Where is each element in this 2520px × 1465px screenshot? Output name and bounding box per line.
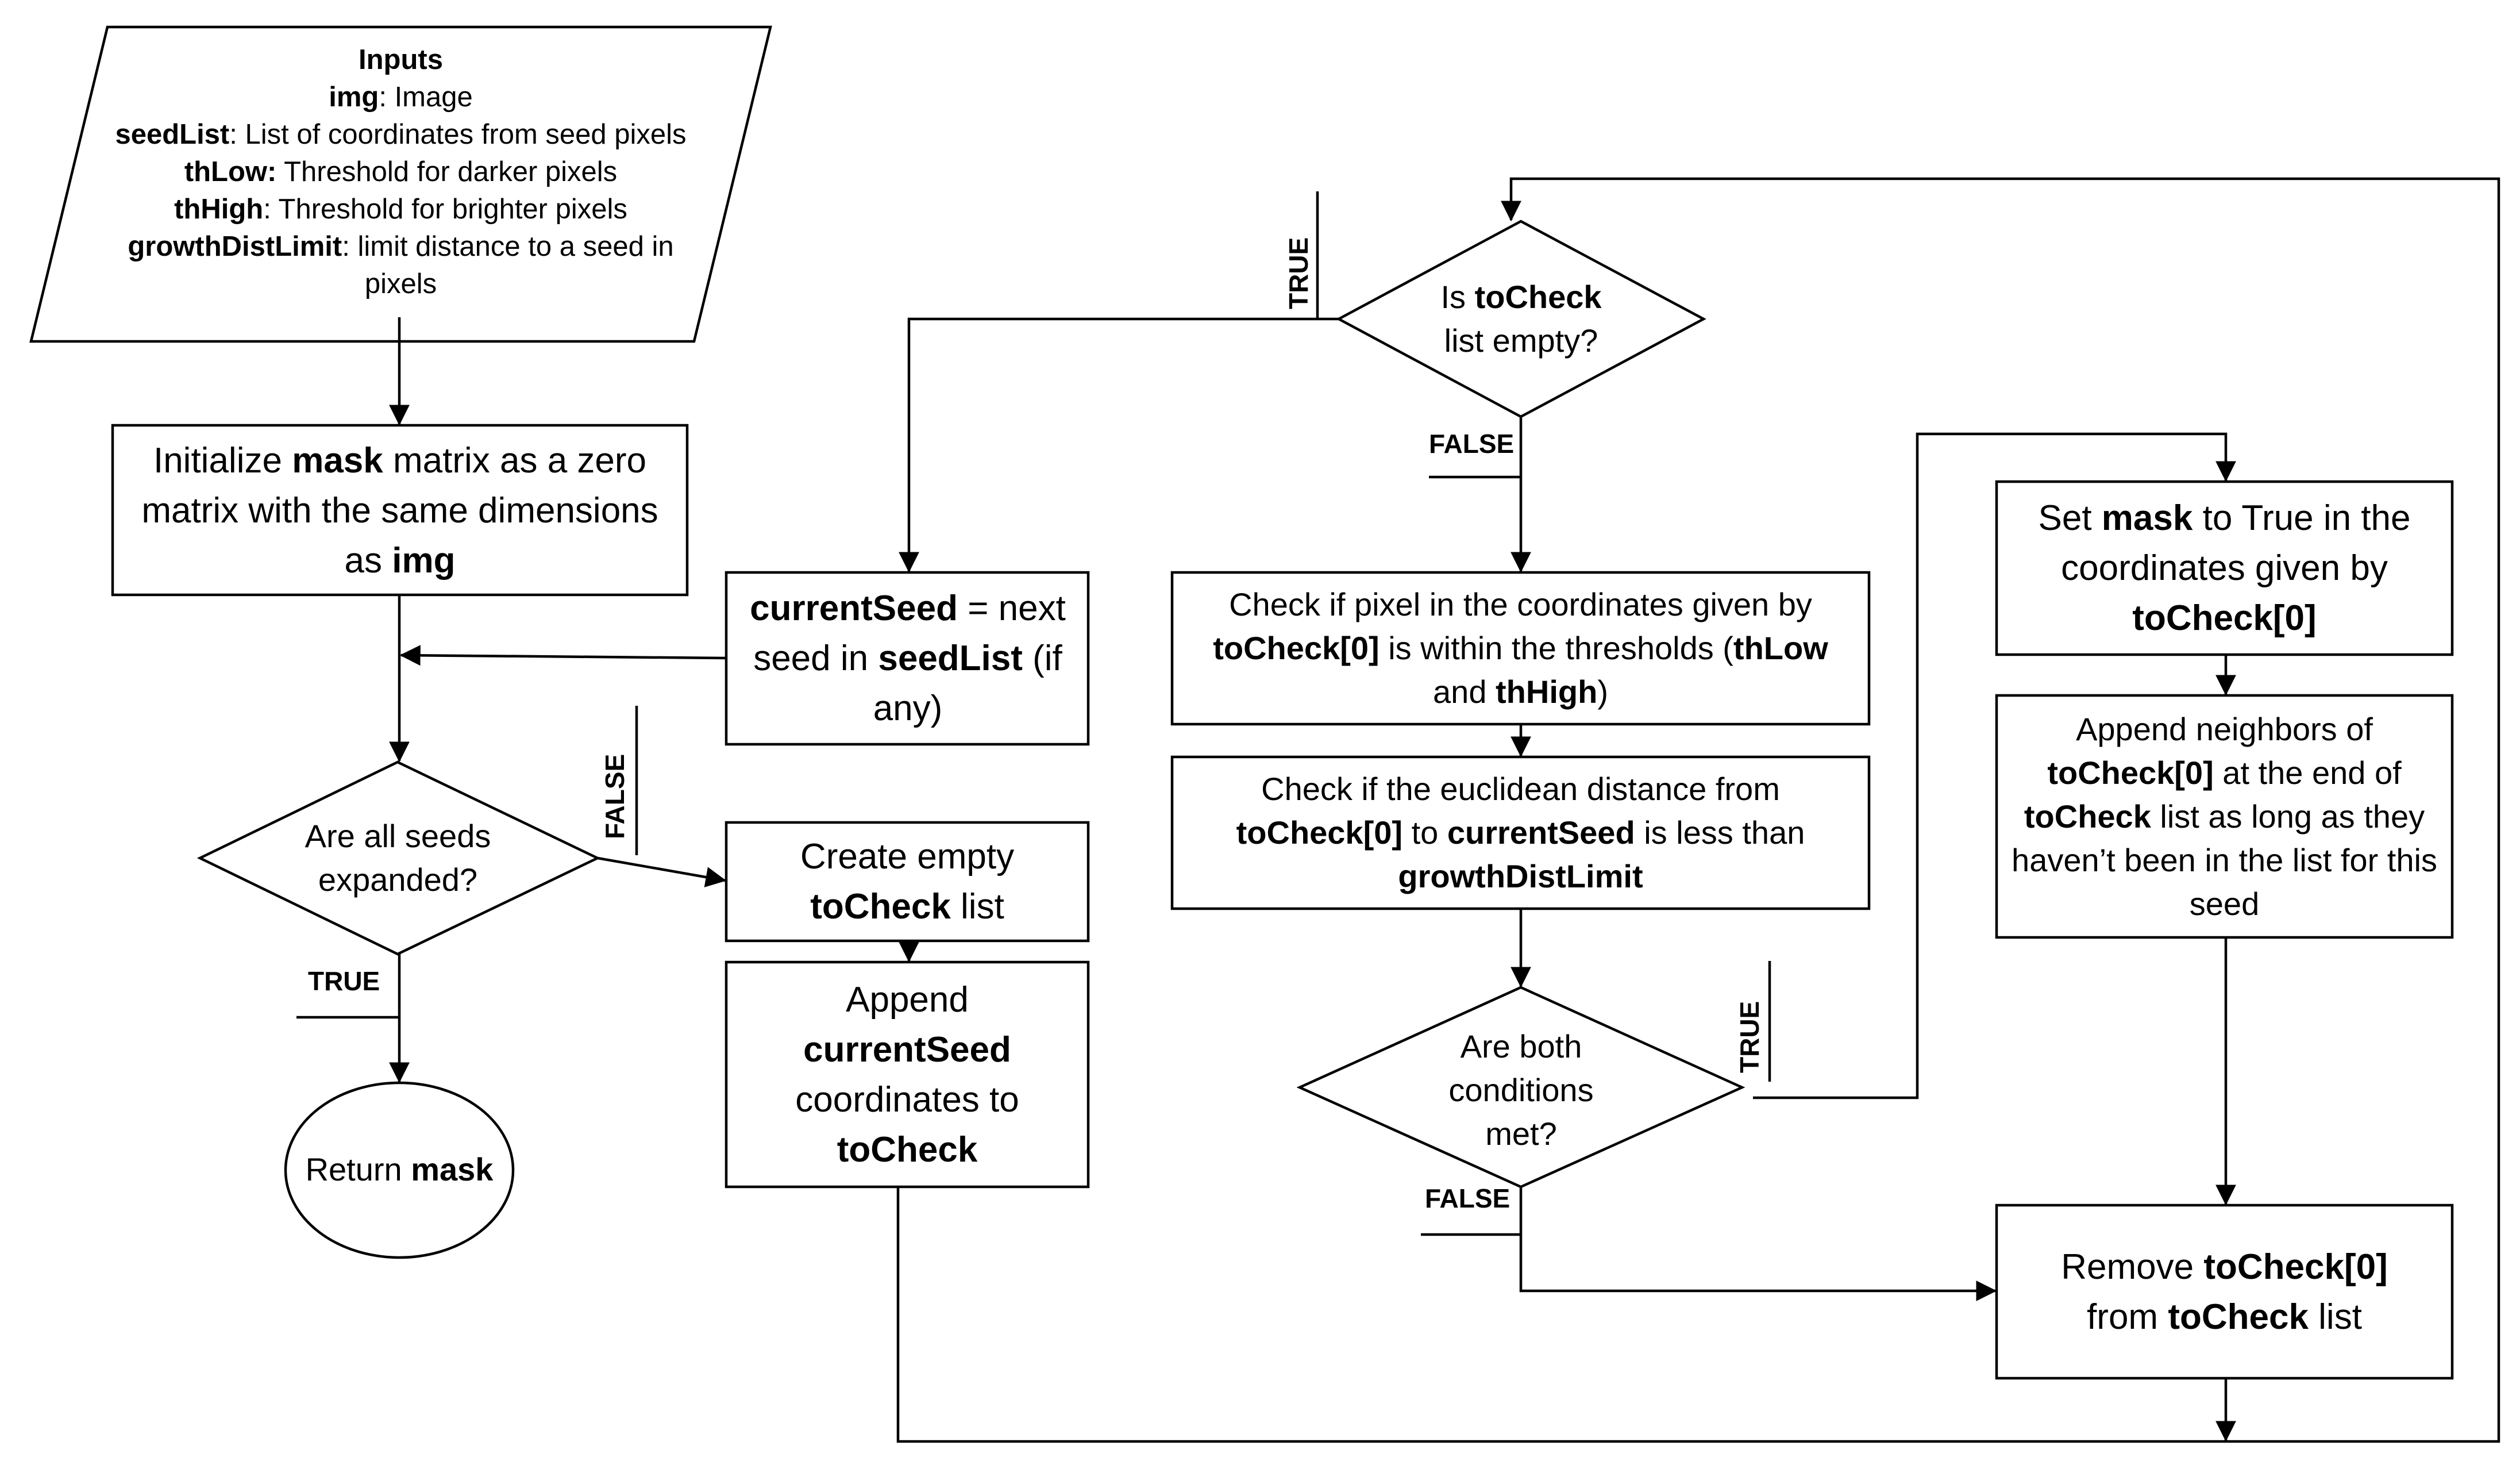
append-neighbors-text: Append neighbors of toCheck[0] at the en…	[2012, 710, 2437, 922]
set-mask-text: Set mask to True in the coordinates give…	[2038, 498, 2411, 638]
current-seed-text: currentSeed = next seed in seedList (if …	[750, 589, 1066, 728]
check-distance-text: Check if the euclidean distance from toC…	[1236, 771, 1805, 894]
input-seedlist-desc: : List of coordinates from seed pixels	[229, 118, 687, 150]
check-threshold-text: Check if pixel in the coordinates given …	[1213, 586, 1828, 710]
label-false-empty: FALSE	[1429, 429, 1515, 459]
return-mask-text: Return mask	[305, 1151, 494, 1187]
label-true-return: TRUE	[308, 966, 380, 996]
label-true-conditions: TRUE	[1735, 1001, 1764, 1073]
create-list-text: Create empty toCheck list	[800, 837, 1015, 926]
all-seeds-expanded-diamond	[196, 760, 601, 956]
input-seedlist-name: seedList	[115, 118, 230, 150]
init-box	[111, 424, 689, 597]
current-seed-box	[725, 571, 1090, 746]
append-seed-text: Append currentSeed coordinates to toChec…	[795, 980, 1019, 1170]
check-threshold-box	[1170, 571, 1871, 726]
input-img-name: img	[329, 81, 379, 113]
remove-box	[1995, 1203, 2454, 1380]
connector-conditions-true-to-set-mask	[1753, 432, 2236, 1099]
connector-append-loop-back	[896, 177, 2500, 1443]
input-thhigh-name: thHigh	[174, 193, 264, 225]
create-list-box	[725, 821, 1090, 943]
input-growth-desc: : limit distance to a seed in pixels	[342, 230, 674, 299]
remove-text: Remove toCheck[0] from toCheck list	[2061, 1247, 2388, 1337]
init-img-term: img	[392, 540, 456, 580]
input-thlow-name: thLow:	[184, 156, 277, 187]
label-false-expanded: FALSE	[600, 753, 630, 839]
input-thlow-desc: Threshold for darker pixels	[276, 156, 618, 187]
connector-expanded-false-to-create	[597, 856, 727, 887]
input-thhigh-desc: : Threshold for brighter pixels	[263, 193, 627, 225]
connector-conditions-false-to-remove	[1519, 1187, 1997, 1301]
inputs-text: Inputs img: Image seedList: List of coor…	[98, 37, 704, 307]
init-text: Initialize mask matrix as a zero matrix …	[141, 440, 658, 580]
append-neighbors-box	[1995, 694, 2454, 939]
inputs-title: Inputs	[359, 44, 443, 75]
set-mask-box	[1995, 480, 2454, 656]
all-seeds-expanded-text: Are all seeds expanded?	[305, 818, 491, 898]
init-mask-term: mask	[292, 440, 383, 480]
label-false-conditions: FALSE	[1425, 1183, 1511, 1213]
check-distance-box	[1170, 755, 1871, 910]
connector-current-seed-to-loop	[399, 645, 727, 666]
input-growth-name: growthDistLimit	[128, 230, 342, 262]
inputs-parallelogram	[29, 25, 772, 343]
connector-empty-true-to-current-seed	[899, 317, 1339, 573]
label-true-empty: TRUE	[1284, 237, 1313, 309]
is-tocheck-empty-text: Is toCheck list empty?	[1440, 279, 1602, 359]
both-conditions-text: Are both conditions met?	[1448, 1028, 1594, 1152]
input-img-desc: : Image	[379, 81, 473, 113]
